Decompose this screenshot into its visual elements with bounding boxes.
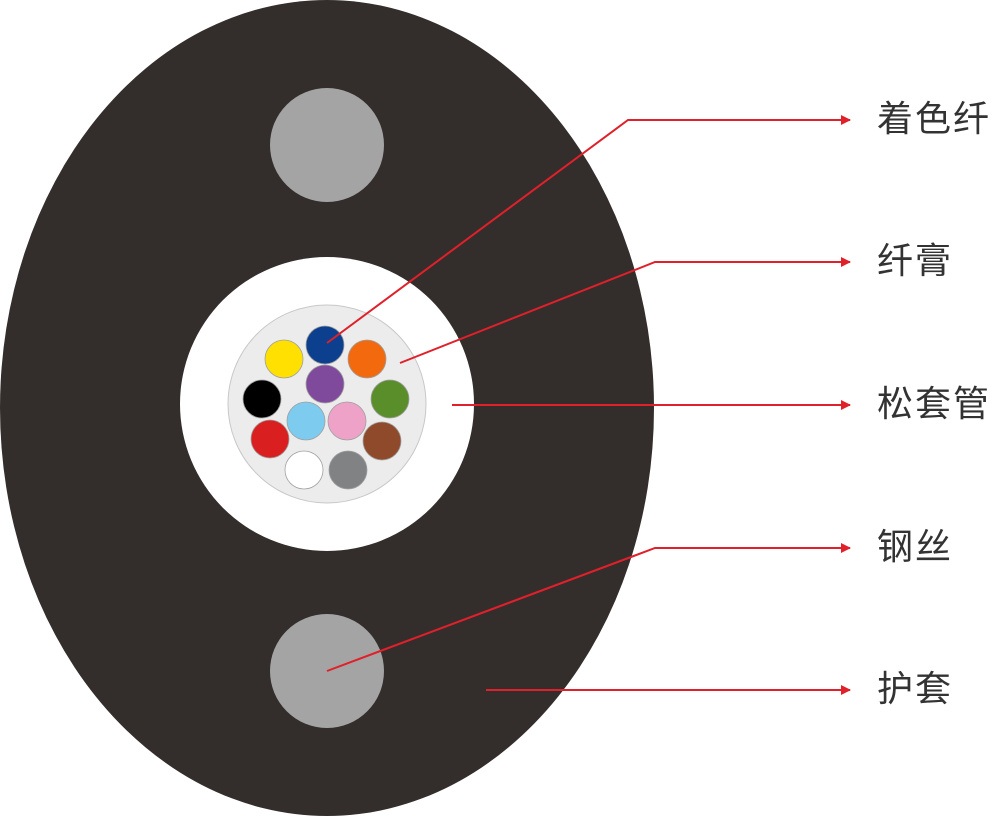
blue-fiber — [305, 325, 345, 365]
violet-fiber — [305, 364, 345, 404]
white-fiber — [284, 450, 324, 490]
colored-fibers-group — [242, 325, 410, 490]
label-steel-wire: 钢丝 — [877, 527, 954, 568]
leader-lines — [326, 115, 851, 695]
orange-fiber — [347, 339, 387, 379]
label-fiber-gel: 纤膏 — [877, 241, 954, 282]
steel-wire-top — [270, 88, 384, 202]
brown-fiber — [362, 421, 402, 461]
leader-line-steel-wire — [326, 543, 851, 672]
label-colored-fiber: 着色纤 — [877, 99, 992, 140]
pink-fiber — [327, 401, 367, 441]
red-fiber — [250, 419, 290, 459]
light-blue-fiber — [286, 401, 326, 441]
yellow-fiber — [264, 339, 304, 379]
gray-fiber — [328, 450, 368, 490]
leader-line-colored-fiber — [326, 115, 851, 344]
leader-line-fiber-gel — [399, 257, 851, 364]
label-loose-tube: 松套管 — [877, 384, 992, 425]
green-fiber — [370, 379, 410, 419]
black-fiber — [242, 379, 282, 419]
label-sheath: 护套 — [877, 669, 954, 710]
